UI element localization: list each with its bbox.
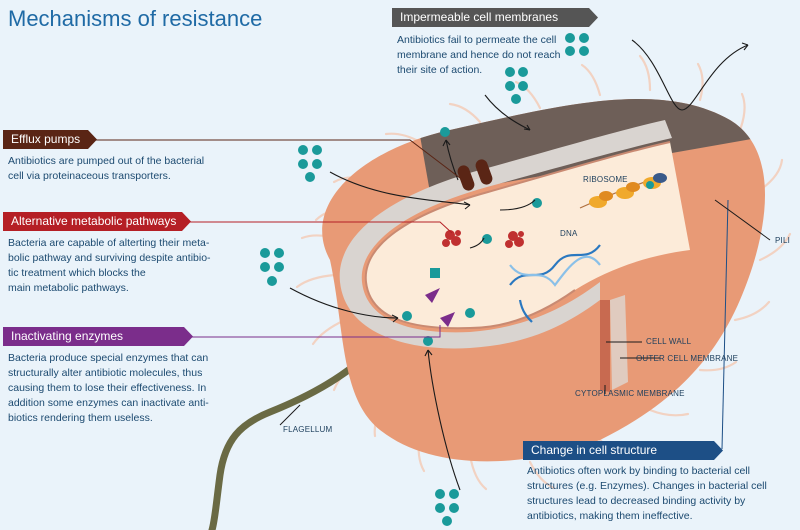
outer-membrane-label: OUTER CELL MEMBRANE (636, 354, 739, 363)
inactivating-enzymes (425, 288, 455, 327)
metabolic-enzymes (442, 230, 524, 248)
cytoplasm (365, 142, 690, 329)
structure-heading: Change in cell structure (523, 441, 723, 460)
dna-label: DNA (560, 229, 578, 238)
impermeable-description: Antibiotics fail to permeate the cell me… (397, 34, 561, 76)
efflux-heading: Efflux pumps (3, 130, 97, 149)
pili-label: PILI (775, 236, 791, 245)
efflux-description: Antibiotics are pumped out of the bacter… (8, 155, 205, 182)
impermeable-heading: Impermeable cell membranes (392, 8, 598, 27)
enzymes-heading: Inactivating enzymes (3, 327, 193, 346)
dna-helix (509, 244, 601, 323)
altered-antibiotic (430, 268, 440, 278)
cell-wall-layer (339, 120, 672, 349)
cytoplasmic-membrane-label: CYTOPLASMIC MEMBRANE (575, 389, 685, 398)
page-title: Mechanisms of resistance (8, 6, 263, 31)
structure-description: Antibiotics often work by binding to bac… (527, 465, 767, 522)
flagellum (208, 361, 359, 530)
movement-arrows (289, 39, 749, 491)
metabolic-description: Bacteria are capable of alterting their … (8, 237, 211, 294)
cytoplasm-edge (364, 141, 671, 330)
enzymes-description: Bacteria produce special enzymes that ca… (8, 352, 209, 424)
flagellum-label: FLAGELLUM (283, 425, 333, 434)
antibiotic-molecules (260, 33, 654, 526)
cell-wall-label: CELL WALL (646, 337, 692, 346)
leader-lines (95, 139, 771, 450)
metabolic-heading: Alternative metabolic pathways (3, 212, 191, 231)
ribosome-label: RIBOSOME (583, 175, 628, 184)
efflux-pump-transporter (457, 159, 493, 191)
